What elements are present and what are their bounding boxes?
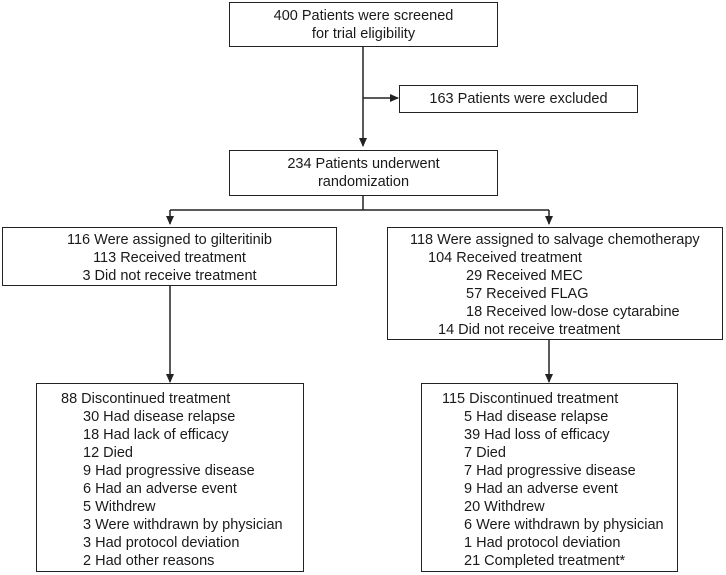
reason-item: 5 Withdrew [83,499,156,515]
reason-item: 1 Had protocol deviation [464,535,621,551]
chemo-received: 104 Received treatment [428,250,582,266]
gilteritinib-received: 113 Received treatment [93,250,246,266]
gilteritinib-title: 116 Were assigned to gilteritinib [67,232,272,248]
reason-item: 3 Were withdrawn by physician [83,517,283,533]
gilteritinib-discontinued-box: 88 Discontinued treatment 30 Had disease… [36,383,304,572]
reason-item: 6 Had an adverse event [83,481,237,497]
screened-line1: 400 Patients were screened [273,8,454,24]
reason-item: 9 Had an adverse event [464,481,618,497]
gilteritinib-arm-box: 116 Were assigned to gilteritinib 113 Re… [2,227,337,286]
screened-line2: for trial eligibility [311,26,416,42]
reason-item: 18 Had lack of efficacy [83,427,229,443]
reason-item: 5 Had disease relapse [464,409,609,425]
chemo-discontinued-box: 115 Discontinued treatment 5 Had disease… [421,383,678,572]
randomized-box: 234 Patients underwent randomization [229,150,498,196]
chemo-flag: 57 Received FLAG [466,286,589,302]
reason-item: 2 Had other reasons [83,553,215,569]
gilteritinib-discontinued-title: 88 Discontinued treatment [61,391,231,407]
chemo-arm-box: 118 Were assigned to salvage chemotherap… [387,227,723,340]
reason-item: 20 Withdrew [464,499,545,515]
excluded-text: 163 Patients were excluded [429,91,608,107]
chemo-discontinued-title: 115 Discontinued treatment [442,391,619,407]
randomized-line2: randomization [317,174,410,190]
chemo-title: 118 Were assigned to salvage chemotherap… [410,232,700,248]
reason-item: 30 Had disease relapse [83,409,236,425]
reason-item: 3 Had protocol deviation [83,535,240,551]
chemo-ldac: 18 Received low-dose cytarabine [466,304,680,320]
reason-item: 12 Died [83,445,133,461]
gilteritinib-not-received: 3 Did not receive treatment [82,268,257,284]
chemo-mec: 29 Received MEC [466,268,583,284]
reason-item: 9 Had progressive disease [83,463,255,479]
reason-item: 39 Had loss of efficacy [464,427,610,443]
randomized-line1: 234 Patients underwent [287,156,440,172]
reason-item: 7 Had progressive disease [464,463,636,479]
reason-item: 7 Died [464,445,506,461]
screened-box: 400 Patients were screened for trial eli… [229,2,498,47]
reason-item: 21 Completed treatment* [464,553,626,569]
reason-item: 6 Were withdrawn by physician [464,517,664,533]
chemo-not-received: 14 Did not receive treatment [438,322,621,338]
excluded-box: 163 Patients were excluded [399,85,638,113]
